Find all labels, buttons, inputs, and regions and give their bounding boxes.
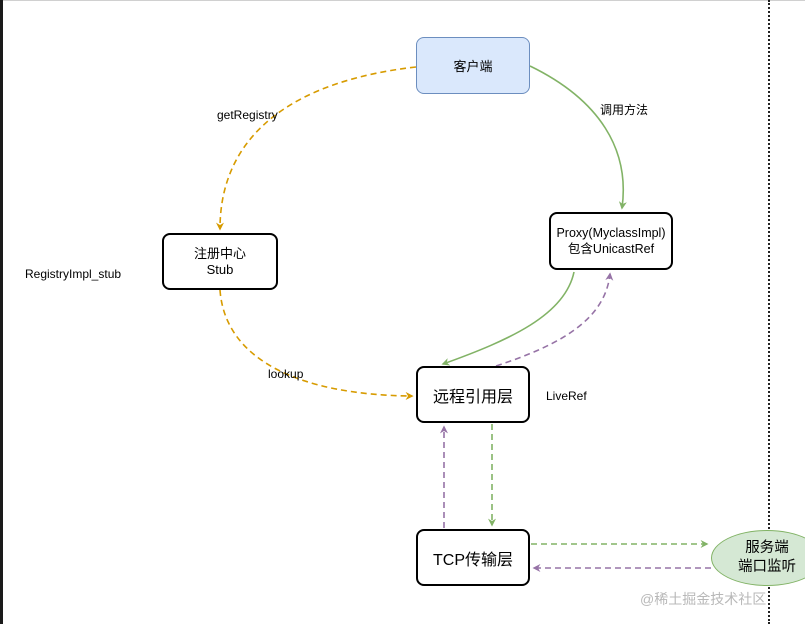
server-boundary-divider [768, 0, 770, 624]
edge-call-method [529, 65, 627, 210]
edge-get-registry [216, 66, 417, 231]
live-ref-label: LiveRef [546, 389, 587, 403]
top-border [0, 0, 805, 1]
registry-stub-node: 注册中心 Stub [162, 233, 278, 290]
registry-impl-stub-label: RegistryImpl_stub [25, 267, 122, 281]
lookup-label: lookup [268, 367, 304, 381]
edge-remote-to-proxy [495, 272, 614, 367]
left-border [0, 0, 3, 624]
tcp-transport-layer-node: TCP传输层 [416, 529, 530, 586]
edge-lookup [219, 289, 414, 400]
client-node: 客户端 [416, 37, 530, 94]
watermark: @稀土掘金技术社区 [640, 591, 767, 607]
edge-proxy-to-remote [441, 271, 575, 366]
remote-reference-layer-node: 远程引用层 [416, 366, 530, 423]
get-registry-label: getRegistry [217, 108, 278, 122]
server-port-listener-node: 服务端 端口监听 [711, 530, 805, 586]
proxy-node: Proxy(MyclassImpl) 包含UnicastRef [549, 212, 673, 270]
call-method-label: 调用方法 [600, 103, 649, 117]
